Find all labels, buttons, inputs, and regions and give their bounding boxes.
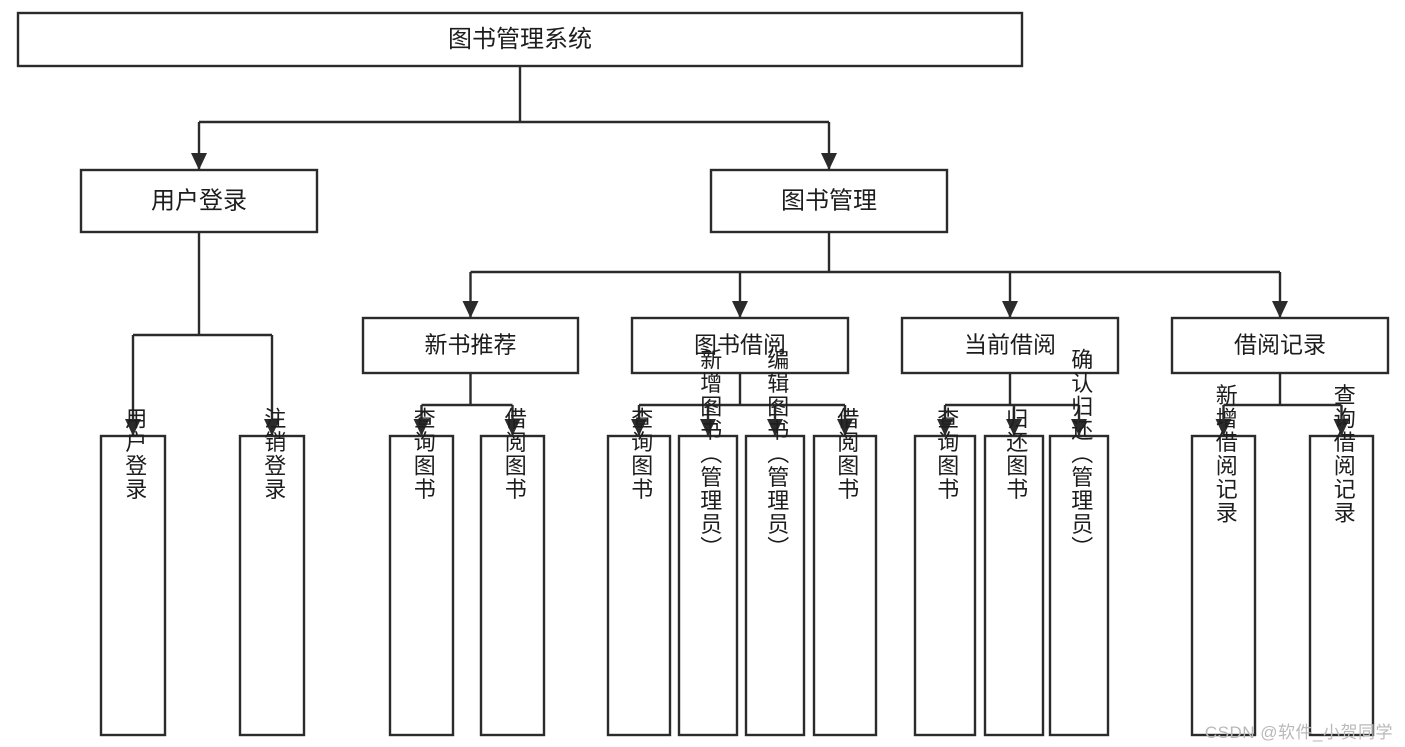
arrow-head-icon — [837, 419, 853, 436]
node-label-leaf-user-login: 用户登录 — [122, 407, 147, 501]
node-leaf-edit-book[interactable]: 编辑图书（管理员） — [744, 348, 806, 737]
node-leaf-borrow-book[interactable]: 借阅图书 — [812, 407, 878, 737]
node-label-leaf-return-book: 归还图书 — [1003, 407, 1028, 501]
node-root[interactable]: 图书管理系统 — [16, 11, 1024, 68]
arrow-head-icon — [1333, 419, 1350, 436]
node-box-current-borrow — [900, 316, 1120, 375]
node-label-leaf-borrow-book-rec: 借阅图书 — [502, 407, 527, 501]
node-box-leaf-query-book-rec — [388, 434, 455, 737]
node-label-root: 图书管理系统 — [448, 26, 592, 53]
node-label-leaf-query-book-cur: 查询图书 — [934, 407, 959, 501]
arrow-head-icon — [700, 419, 716, 436]
node-label-leaf-add-book: 新增图书（管理员） — [697, 348, 722, 560]
node-user-login[interactable]: 用户登录 — [79, 168, 319, 234]
arrow-head-icon — [631, 419, 647, 436]
node-box-leaf-query-book-cur — [913, 434, 977, 737]
arrow-head-icon — [732, 301, 748, 318]
node-label-leaf-query-book-borrow: 查询图书 — [628, 407, 653, 501]
arrow-head-icon — [821, 153, 837, 170]
node-box-leaf-borrow-book — [812, 434, 878, 737]
node-box-leaf-add-book — [677, 434, 739, 737]
node-label-new-book-rec: 新书推荐 — [425, 332, 517, 358]
node-leaf-query-book-cur[interactable]: 查询图书 — [913, 407, 977, 737]
node-borrow-record[interactable]: 借阅记录 — [1170, 316, 1390, 375]
node-box-leaf-edit-book — [744, 434, 806, 737]
arrow-head-icon — [462, 301, 479, 318]
node-leaf-query-book-borrow[interactable]: 查询图书 — [606, 407, 672, 737]
node-leaf-confirm-return[interactable]: 确认归还（管理员） — [1048, 348, 1110, 737]
node-leaf-query-book-rec[interactable]: 查询图书 — [388, 407, 455, 737]
node-box-leaf-user-login — [99, 434, 167, 737]
node-box-leaf-logout — [238, 434, 306, 737]
node-leaf-borrow-book-rec[interactable]: 借阅图书 — [479, 407, 546, 737]
node-box-leaf-return-book — [983, 434, 1045, 737]
arrow-head-icon — [767, 419, 783, 436]
node-label-leaf-logout: 注销登录 — [261, 407, 286, 501]
node-label-leaf-query-book-rec: 查询图书 — [411, 407, 436, 501]
arrow-head-icon — [125, 419, 141, 436]
node-box-leaf-confirm-return — [1048, 434, 1110, 737]
node-box-leaf-add-record — [1190, 434, 1257, 737]
node-box-leaf-borrow-book-rec — [479, 434, 546, 737]
arrow-head-icon — [1002, 301, 1018, 318]
node-box-user-login — [79, 168, 319, 234]
arrow-head-icon — [1071, 419, 1087, 436]
arrow-head-icon — [413, 419, 430, 436]
connector-layer — [125, 66, 1350, 436]
arrow-head-icon — [1272, 301, 1288, 318]
node-box-book-borrow — [630, 316, 850, 375]
node-label-leaf-borrow-book: 借阅图书 — [834, 407, 859, 501]
node-label-leaf-confirm-return: 确认归还（管理员） — [1068, 348, 1093, 560]
node-box-leaf-query-book-borrow — [606, 434, 672, 737]
node-box-borrow-record — [1170, 316, 1390, 375]
node-leaf-query-record[interactable]: 查询借阅记录 — [1308, 384, 1375, 737]
node-leaf-add-record[interactable]: 新增借阅记录 — [1190, 384, 1257, 737]
node-label-book-borrow: 图书借阅 — [694, 332, 786, 358]
node-leaf-logout[interactable]: 注销登录 — [238, 407, 306, 737]
node-box-root — [16, 11, 1024, 68]
node-book-borrow[interactable]: 图书借阅 — [630, 316, 850, 375]
node-current-borrow[interactable]: 当前借阅 — [900, 316, 1120, 375]
node-label-leaf-edit-book: 编辑图书（管理员） — [764, 348, 789, 560]
arrow-head-icon — [191, 153, 207, 170]
node-layer: 图书管理系统用户登录图书管理新书推荐图书借阅当前借阅借阅记录用户登录注销登录查询… — [16, 11, 1390, 737]
node-new-book-rec[interactable]: 新书推荐 — [361, 316, 580, 375]
node-book-manage[interactable]: 图书管理 — [709, 168, 949, 234]
arrow-head-icon — [937, 419, 953, 436]
node-box-book-manage — [709, 168, 949, 234]
node-label-book-manage: 图书管理 — [781, 187, 877, 214]
node-label-leaf-add-record: 新增借阅记录 — [1213, 384, 1238, 525]
node-label-current-borrow: 当前借阅 — [964, 332, 1056, 358]
arrow-head-icon — [264, 419, 280, 436]
node-label-borrow-record: 借阅记录 — [1234, 332, 1326, 358]
node-leaf-add-book[interactable]: 新增图书（管理员） — [677, 348, 739, 737]
node-box-leaf-query-record — [1308, 434, 1375, 737]
node-leaf-return-book[interactable]: 归还图书 — [983, 407, 1045, 737]
node-leaf-user-login[interactable]: 用户登录 — [99, 407, 167, 737]
arrow-head-icon — [1006, 419, 1022, 436]
arrow-head-icon — [504, 419, 521, 436]
node-label-user-login: 用户登录 — [151, 187, 247, 214]
node-box-new-book-rec — [361, 316, 580, 375]
arrow-head-icon — [1215, 419, 1232, 436]
node-label-leaf-query-record: 查询借阅记录 — [1331, 384, 1356, 525]
